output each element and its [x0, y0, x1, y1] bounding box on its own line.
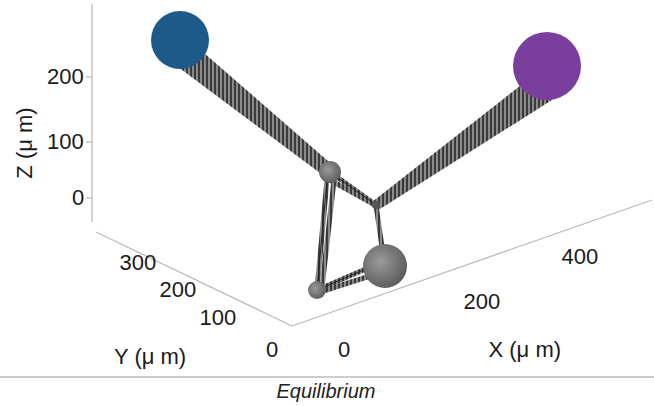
- tick-label: 100: [200, 307, 237, 329]
- tick-label: 0: [72, 187, 84, 209]
- tick-label: 0: [338, 339, 350, 361]
- figure-caption: Equilibrium: [277, 381, 376, 401]
- tick-label: 400: [562, 246, 599, 268]
- tick-label: 200: [464, 291, 501, 313]
- axis-title: Y (μ m): [114, 346, 186, 368]
- tick-label: 200: [47, 66, 84, 88]
- tick-label: 0: [266, 339, 278, 361]
- tick-label: 100: [47, 131, 84, 153]
- axis-title: Z (μ m): [13, 107, 35, 178]
- tick-label: 300: [120, 252, 157, 274]
- tick-label: 200: [160, 279, 197, 301]
- axis-title: X (μ m): [489, 339, 562, 361]
